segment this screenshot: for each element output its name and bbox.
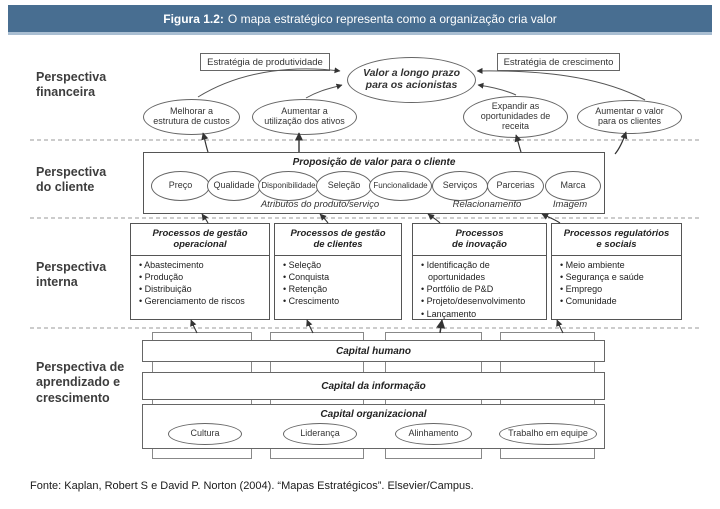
process-item: Lançamento (421, 308, 544, 320)
process-item: Retenção (283, 283, 399, 295)
process-item: Produção (139, 271, 267, 283)
process-item-list: Meio ambiente Segurança e saúde Emprego … (552, 259, 681, 308)
ellipse-parcerias: Parcerias (487, 171, 544, 201)
arrow-expandir-to-valor (477, 82, 517, 96)
process-item: Segurança e saúde (560, 271, 679, 283)
process-box-title: Processos regulatórios e sociais (552, 224, 681, 256)
client-box-title: Proposição de valor para o cliente (292, 157, 456, 168)
arrow-inovacao-to-client (427, 213, 441, 224)
figure-number: Figura 1.2: (163, 11, 224, 26)
process-item-list: Abastecimento Produção Distribuição Gere… (131, 259, 269, 308)
ellipse-expandir-receita: Expandir as oportunidades de receita (463, 96, 568, 138)
ellipse-servicos: Serviços (432, 171, 488, 201)
process-box-gestao-operacional: Processos de gestão operacional Abasteci… (130, 223, 270, 320)
label-perspectiva-aprendizado: Perspectiva de aprendizado e crescimento (36, 360, 125, 405)
box-estrategia-produtividade: Estratégia de produtividade (200, 53, 330, 71)
arrow-utilizacao-to-valor (305, 83, 343, 99)
process-box-title: Processos de gestão de clientes (275, 224, 401, 256)
ellipse-utilizacao-ativos: Aumentar a utilização dos ativos (252, 99, 357, 135)
process-item: Portfólio de P&D (421, 283, 544, 295)
process-item: Distribuição (139, 283, 267, 295)
ellipse-marca: Marca (545, 171, 601, 201)
process-item: Conquista (283, 271, 399, 283)
bar-capital-humano-label: Capital humano (335, 345, 411, 357)
ellipse-cultura: Cultura (168, 423, 242, 445)
process-item-list: Identificação de oportunidades Portfólio… (413, 259, 546, 320)
bar-capital-humano: Capital humano (142, 340, 605, 362)
process-box-title: Processos de gestão operacional (131, 224, 269, 256)
ellipse-trabalho-em-equipe: Trabalho em equipe (499, 423, 597, 445)
group-label-atributos: Atributos do produto/serviço (260, 199, 380, 210)
arrow-client-to-valor-clientes (614, 131, 628, 155)
group-label-imagem: Imagem (552, 199, 588, 210)
ellipse-melhorar-custos: Melhorar a estrutura de custos (143, 99, 240, 135)
figure-caption-banner: Figura 1.2: O mapa estratégico represent… (8, 5, 712, 35)
ellipse-preco: Preço (151, 171, 210, 201)
bar-capital-informacao: Capital da informação (142, 372, 605, 400)
figure-title: O mapa estratégico representa como a org… (227, 11, 557, 26)
label-perspectiva-interna: Perspectiva interna (36, 260, 107, 290)
process-box-regulatorios-sociais: Processos regulatórios e sociais Meio am… (551, 223, 682, 320)
process-item: Meio ambiente (560, 259, 679, 271)
ellipse-valor-clientes: Aumentar o valor para os clientes (577, 100, 682, 134)
ellipse-disponibilidade: Disponibilidade (258, 171, 319, 201)
process-box-title: Processos de inovação (413, 224, 546, 256)
process-item: Projeto/desenvolvimento (421, 295, 544, 307)
process-item: Comunidade (560, 295, 679, 307)
process-item: Crescimento (283, 295, 399, 307)
bar-capital-organizacional-label: Capital organizacional (320, 409, 427, 420)
process-item: Emprego (560, 283, 679, 295)
box-estrategia-crescimento: Estratégia de crescimento (497, 53, 620, 71)
process-box-inovacao: Processos de inovação Identificação de o… (412, 223, 547, 320)
arrow-operacional-to-client (201, 213, 209, 224)
ellipse-selecao: Seleção (316, 171, 372, 201)
source-caption: Fonte: Kaplan, Robert S e David P. Norto… (30, 480, 474, 492)
process-item: Abastecimento (139, 259, 267, 271)
process-box-gestao-clientes: Processos de gestão de clientes Seleção … (274, 223, 402, 320)
arrow-client-to-melhorar (201, 132, 209, 153)
process-item: Gerenciamento de riscos (139, 295, 267, 307)
process-item: Identificação de oportunidades (421, 259, 544, 283)
arrow-regulatorios-to-client (541, 213, 561, 224)
process-item: Seleção (283, 259, 399, 271)
ellipse-lideranca: Liderança (283, 423, 357, 445)
bar-capital-informacao-label: Capital da informação (321, 380, 426, 392)
ellipse-funcionalidade: Funcionalidade (369, 171, 432, 201)
ellipse-qualidade: Qualidade (207, 171, 261, 201)
group-label-relacionamento: Relacionamento (452, 199, 522, 210)
arrow-clientes-to-client (319, 213, 329, 224)
ellipse-alinhamento: Alinhamento (395, 423, 472, 445)
arrow-melhorar-to-valor (197, 67, 341, 98)
label-perspectiva-financeira: Perspectiva financeira (36, 70, 107, 100)
label-perspectiva-cliente: Perspectiva do cliente (36, 165, 107, 195)
process-item-list: Seleção Conquista Retenção Crescimento (275, 259, 401, 308)
ellipse-valor-longo-prazo: Valor a longo prazo para os acionistas (347, 57, 476, 103)
